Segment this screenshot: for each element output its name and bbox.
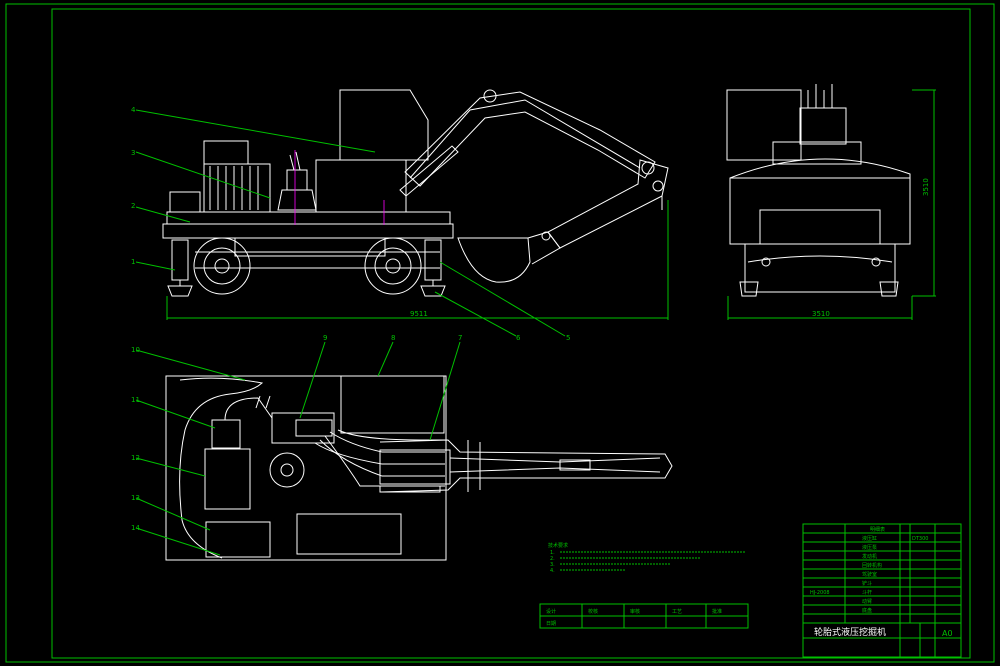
title-block: 明细表 DT300 HJ-2008 液压缸 液压泵 发动机 回转机构 驾驶室 铲… [802,523,962,658]
sign-label-design: 设计 [546,608,556,615]
callout-8: 8 [391,334,395,342]
callout-3: 3 [131,149,135,157]
callout-13: 13 [131,494,140,502]
bucket [457,231,561,283]
callout-11: 11 [131,396,140,404]
callout-10: 10 [131,346,140,354]
outrigger-front [167,239,193,297]
inner-frame [51,8,971,659]
sign-label-check: 校核 [588,608,598,615]
tech-note-1: 1. [550,550,555,556]
parts-row-6: 铲斗 [862,580,872,587]
callout-7: 7 [458,334,462,342]
parts-row-5: 驾驶室 [862,571,877,578]
end-height-dimension: 3510 [922,178,930,196]
parts-list-header: 明细表 [870,526,885,533]
tech-notes: 技术要求 1. 2. 3. 4. [548,542,745,574]
outer-frame [5,3,995,663]
material-code: HJ-2008 [810,590,830,596]
leader-lines-side [135,109,566,337]
callout-14: 14 [131,524,140,532]
leader-lines-plan [135,341,461,556]
parts-row-7: 斗杆 [862,589,872,596]
parts-row-3: 发动机 [862,553,877,560]
end-width-dimension: 3510 [812,310,830,318]
plan-view [165,375,673,561]
parts-row-4: 回转机构 [862,562,882,569]
boom-plan [379,439,673,493]
sign-label-date: 日期 [546,621,556,627]
parts-row-2: 液压泵 [862,544,877,551]
parts-row-1: 液压缸 [862,535,877,542]
callout-6: 6 [516,334,521,342]
side-length-dimension: 9511 [410,310,428,318]
signature-block: 设计 校核 审核 工艺 批准 日期 [539,603,749,629]
front-wheel [193,237,251,295]
rear-wheel [364,237,422,295]
callout-9: 9 [323,334,327,342]
callout-5: 5 [566,334,570,342]
tech-note-4: 4. [550,568,555,574]
sheet-size: A0 [942,629,953,638]
end-view: 3510 3510 [726,84,936,320]
boom [399,89,656,197]
callout-12: 12 [131,454,140,462]
sign-label-process: 工艺 [672,609,682,615]
callout-1: 1 [131,258,135,266]
tech-note-2: 2. [550,556,555,562]
sign-label-review: 审核 [630,608,640,615]
side-view: 9511 [162,89,669,320]
sign-label-approve: 批准 [712,608,722,615]
drawing-number: DT300 [912,536,928,542]
tech-notes-heading: 技术要求 [548,542,568,549]
parts-row-9: 底盘 [862,607,872,614]
outrigger-rear [420,239,446,297]
tech-note-3: 3. [550,562,555,568]
drawing-title: 轮胎式液压挖掘机 [814,626,886,638]
callout-2: 2 [131,202,135,210]
callout-4: 4 [131,106,136,114]
parts-row-8: 动臂 [862,598,872,605]
